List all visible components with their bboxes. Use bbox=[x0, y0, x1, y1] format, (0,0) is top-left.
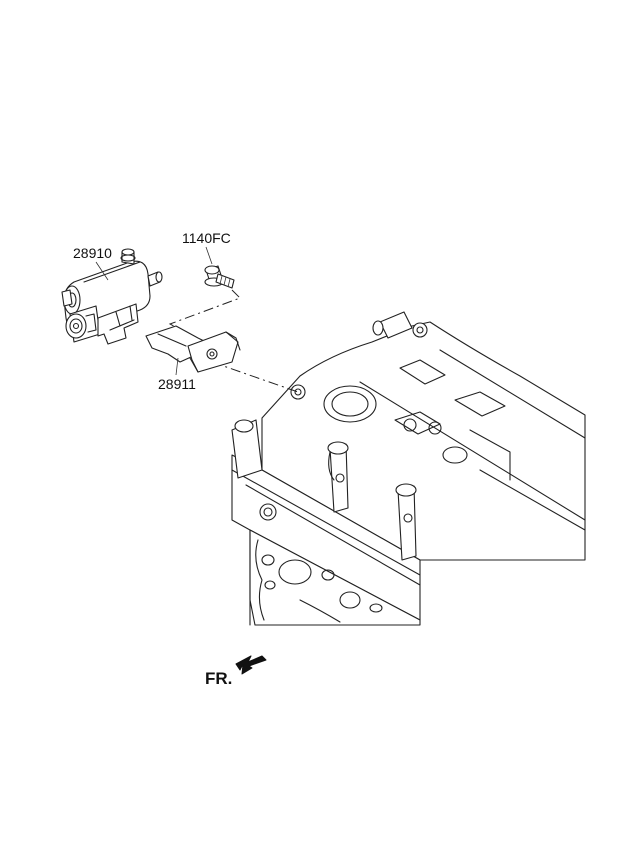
bolt-part-number: 1140FC bbox=[182, 230, 231, 246]
bracket-part-number: 28911 bbox=[158, 376, 196, 392]
valve-leader-line bbox=[95, 261, 109, 281]
part-labels: 28910 1140FC 28911 bbox=[73, 230, 231, 392]
front-direction-label: FR. bbox=[205, 669, 232, 688]
purge-control-valve bbox=[61, 248, 163, 345]
valve-part-number: 28910 bbox=[73, 245, 112, 261]
bolt-leader-line bbox=[205, 246, 213, 265]
mounting-bracket bbox=[145, 325, 241, 373]
front-direction-indicator: FR. bbox=[205, 655, 267, 688]
front-arrow-icon bbox=[235, 655, 267, 675]
bracket-leader-line bbox=[175, 357, 179, 376]
engine-cylinder-head bbox=[231, 311, 586, 626]
flange-bolt bbox=[204, 265, 235, 289]
